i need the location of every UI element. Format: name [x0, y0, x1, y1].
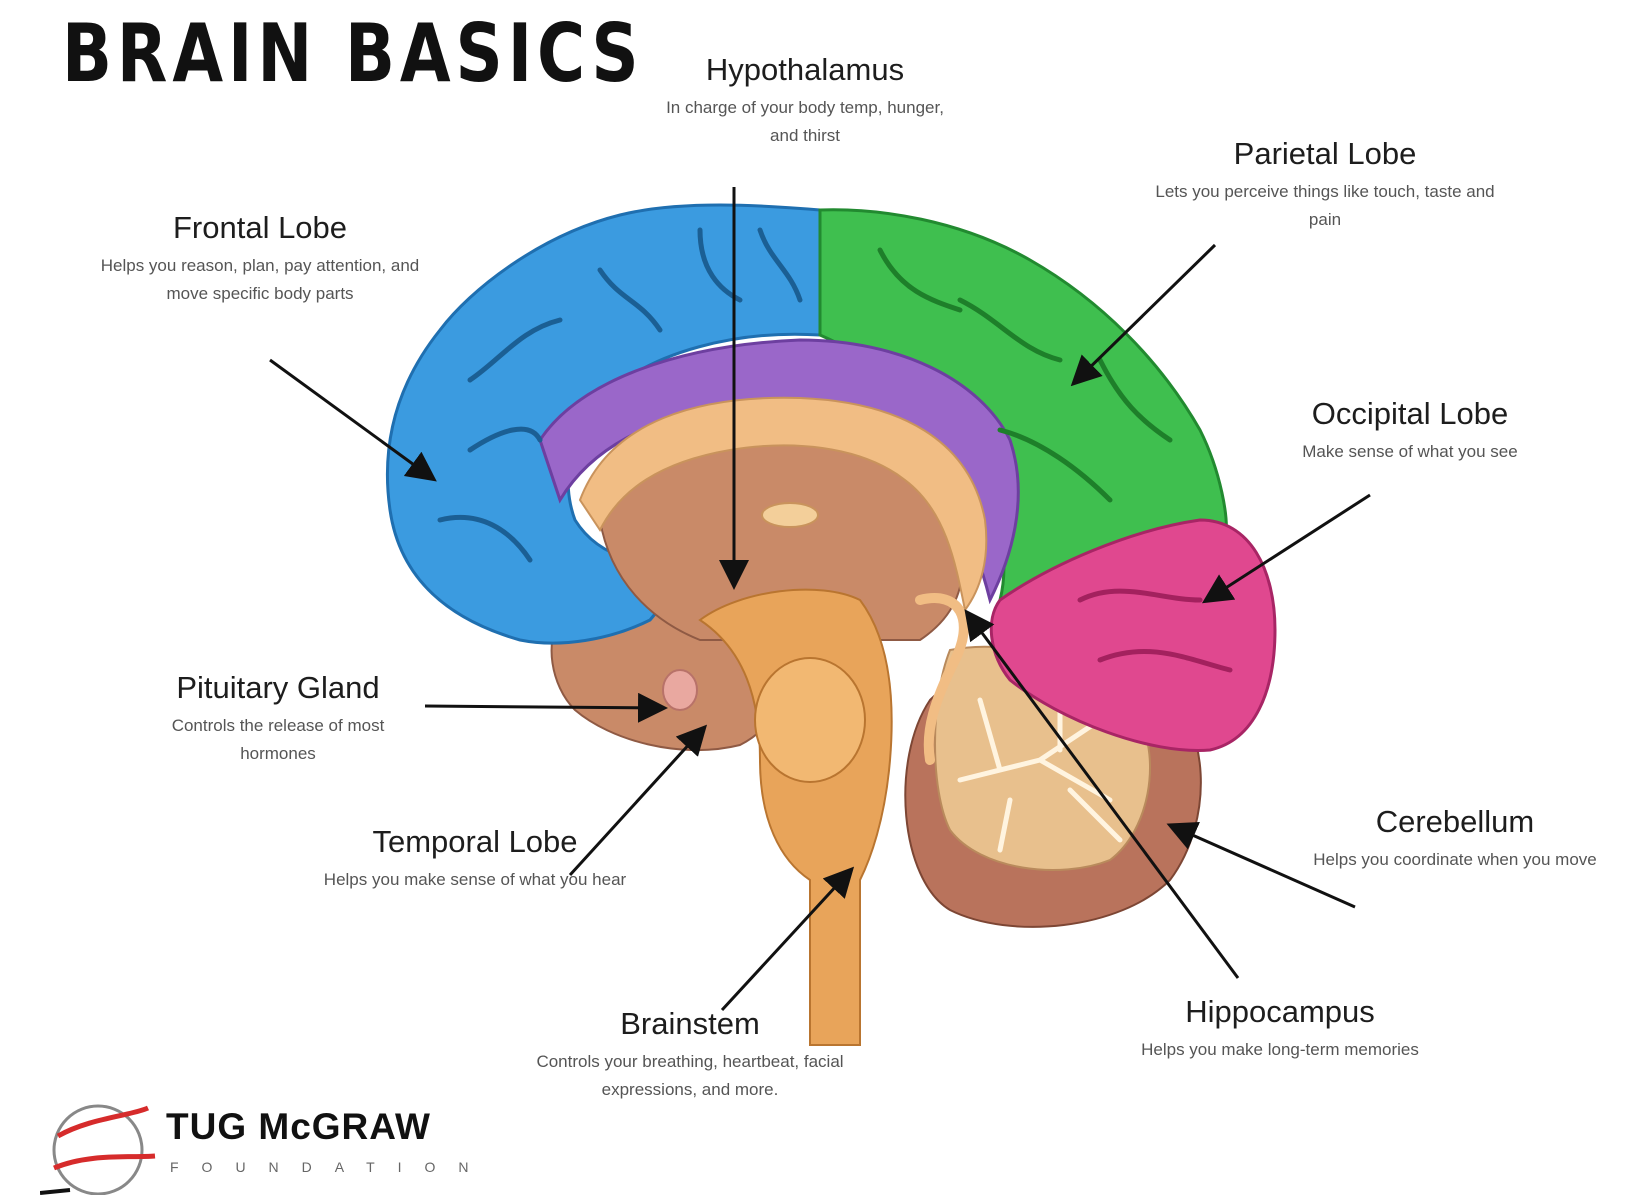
label-brainstem: Brainstem Controls your breathing, heart… — [520, 1006, 860, 1104]
frontal-desc: Helps you reason, plan, pay attention, a… — [80, 252, 440, 308]
label-frontal-lobe: Frontal Lobe Helps you reason, plan, pay… — [80, 210, 440, 308]
brainstem-name: Brainstem — [520, 1006, 860, 1042]
temporal-name: Temporal Lobe — [275, 824, 675, 860]
cerebellum-desc: Helps you coordinate when you move — [1275, 846, 1635, 874]
label-hippocampus: Hippocampus Helps you make long-term mem… — [1085, 994, 1475, 1064]
label-hypothalamus: Hypothalamus In charge of your body temp… — [660, 52, 950, 150]
logo-name: TUG McGRAW — [166, 1106, 431, 1148]
parietal-desc: Lets you perceive things like touch, tas… — [1155, 178, 1495, 234]
temporal-desc: Helps you make sense of what you hear — [275, 866, 675, 894]
hippocampus-desc: Helps you make long-term memories — [1085, 1036, 1475, 1064]
label-parietal-lobe: Parietal Lobe Lets you perceive things l… — [1155, 136, 1495, 234]
label-occipital-lobe: Occipital Lobe Make sense of what you se… — [1260, 396, 1560, 466]
logo-subtitle: FOUNDATION — [170, 1159, 492, 1175]
occipital-desc: Make sense of what you see — [1260, 438, 1560, 466]
pituitary-name: Pituitary Gland — [138, 670, 418, 706]
label-temporal-lobe: Temporal Lobe Helps you make sense of wh… — [275, 824, 675, 894]
tug-mcgraw-logo: TUG McGRAW FOUNDATION — [40, 1098, 460, 1195]
cerebellum-name: Cerebellum — [1275, 804, 1635, 840]
brainstem-desc: Controls your breathing, heartbeat, faci… — [520, 1048, 860, 1104]
arrow-pituitary — [425, 706, 662, 708]
parietal-name: Parietal Lobe — [1155, 136, 1495, 172]
frontal-name: Frontal Lobe — [80, 210, 440, 246]
occipital-name: Occipital Lobe — [1260, 396, 1560, 432]
baseball-icon — [40, 1098, 160, 1195]
hippocampus-name: Hippocampus — [1085, 994, 1475, 1030]
pituitary-desc: Controls the release of most hormones — [138, 712, 418, 768]
hypothalamus-desc: In charge of your body temp, hunger, and… — [660, 94, 950, 150]
label-pituitary-gland: Pituitary Gland Controls the release of … — [138, 670, 418, 768]
page-title: BRAIN BASICS — [62, 14, 644, 94]
hypothalamus-name: Hypothalamus — [660, 52, 950, 88]
label-cerebellum: Cerebellum Helps you coordinate when you… — [1275, 804, 1635, 874]
